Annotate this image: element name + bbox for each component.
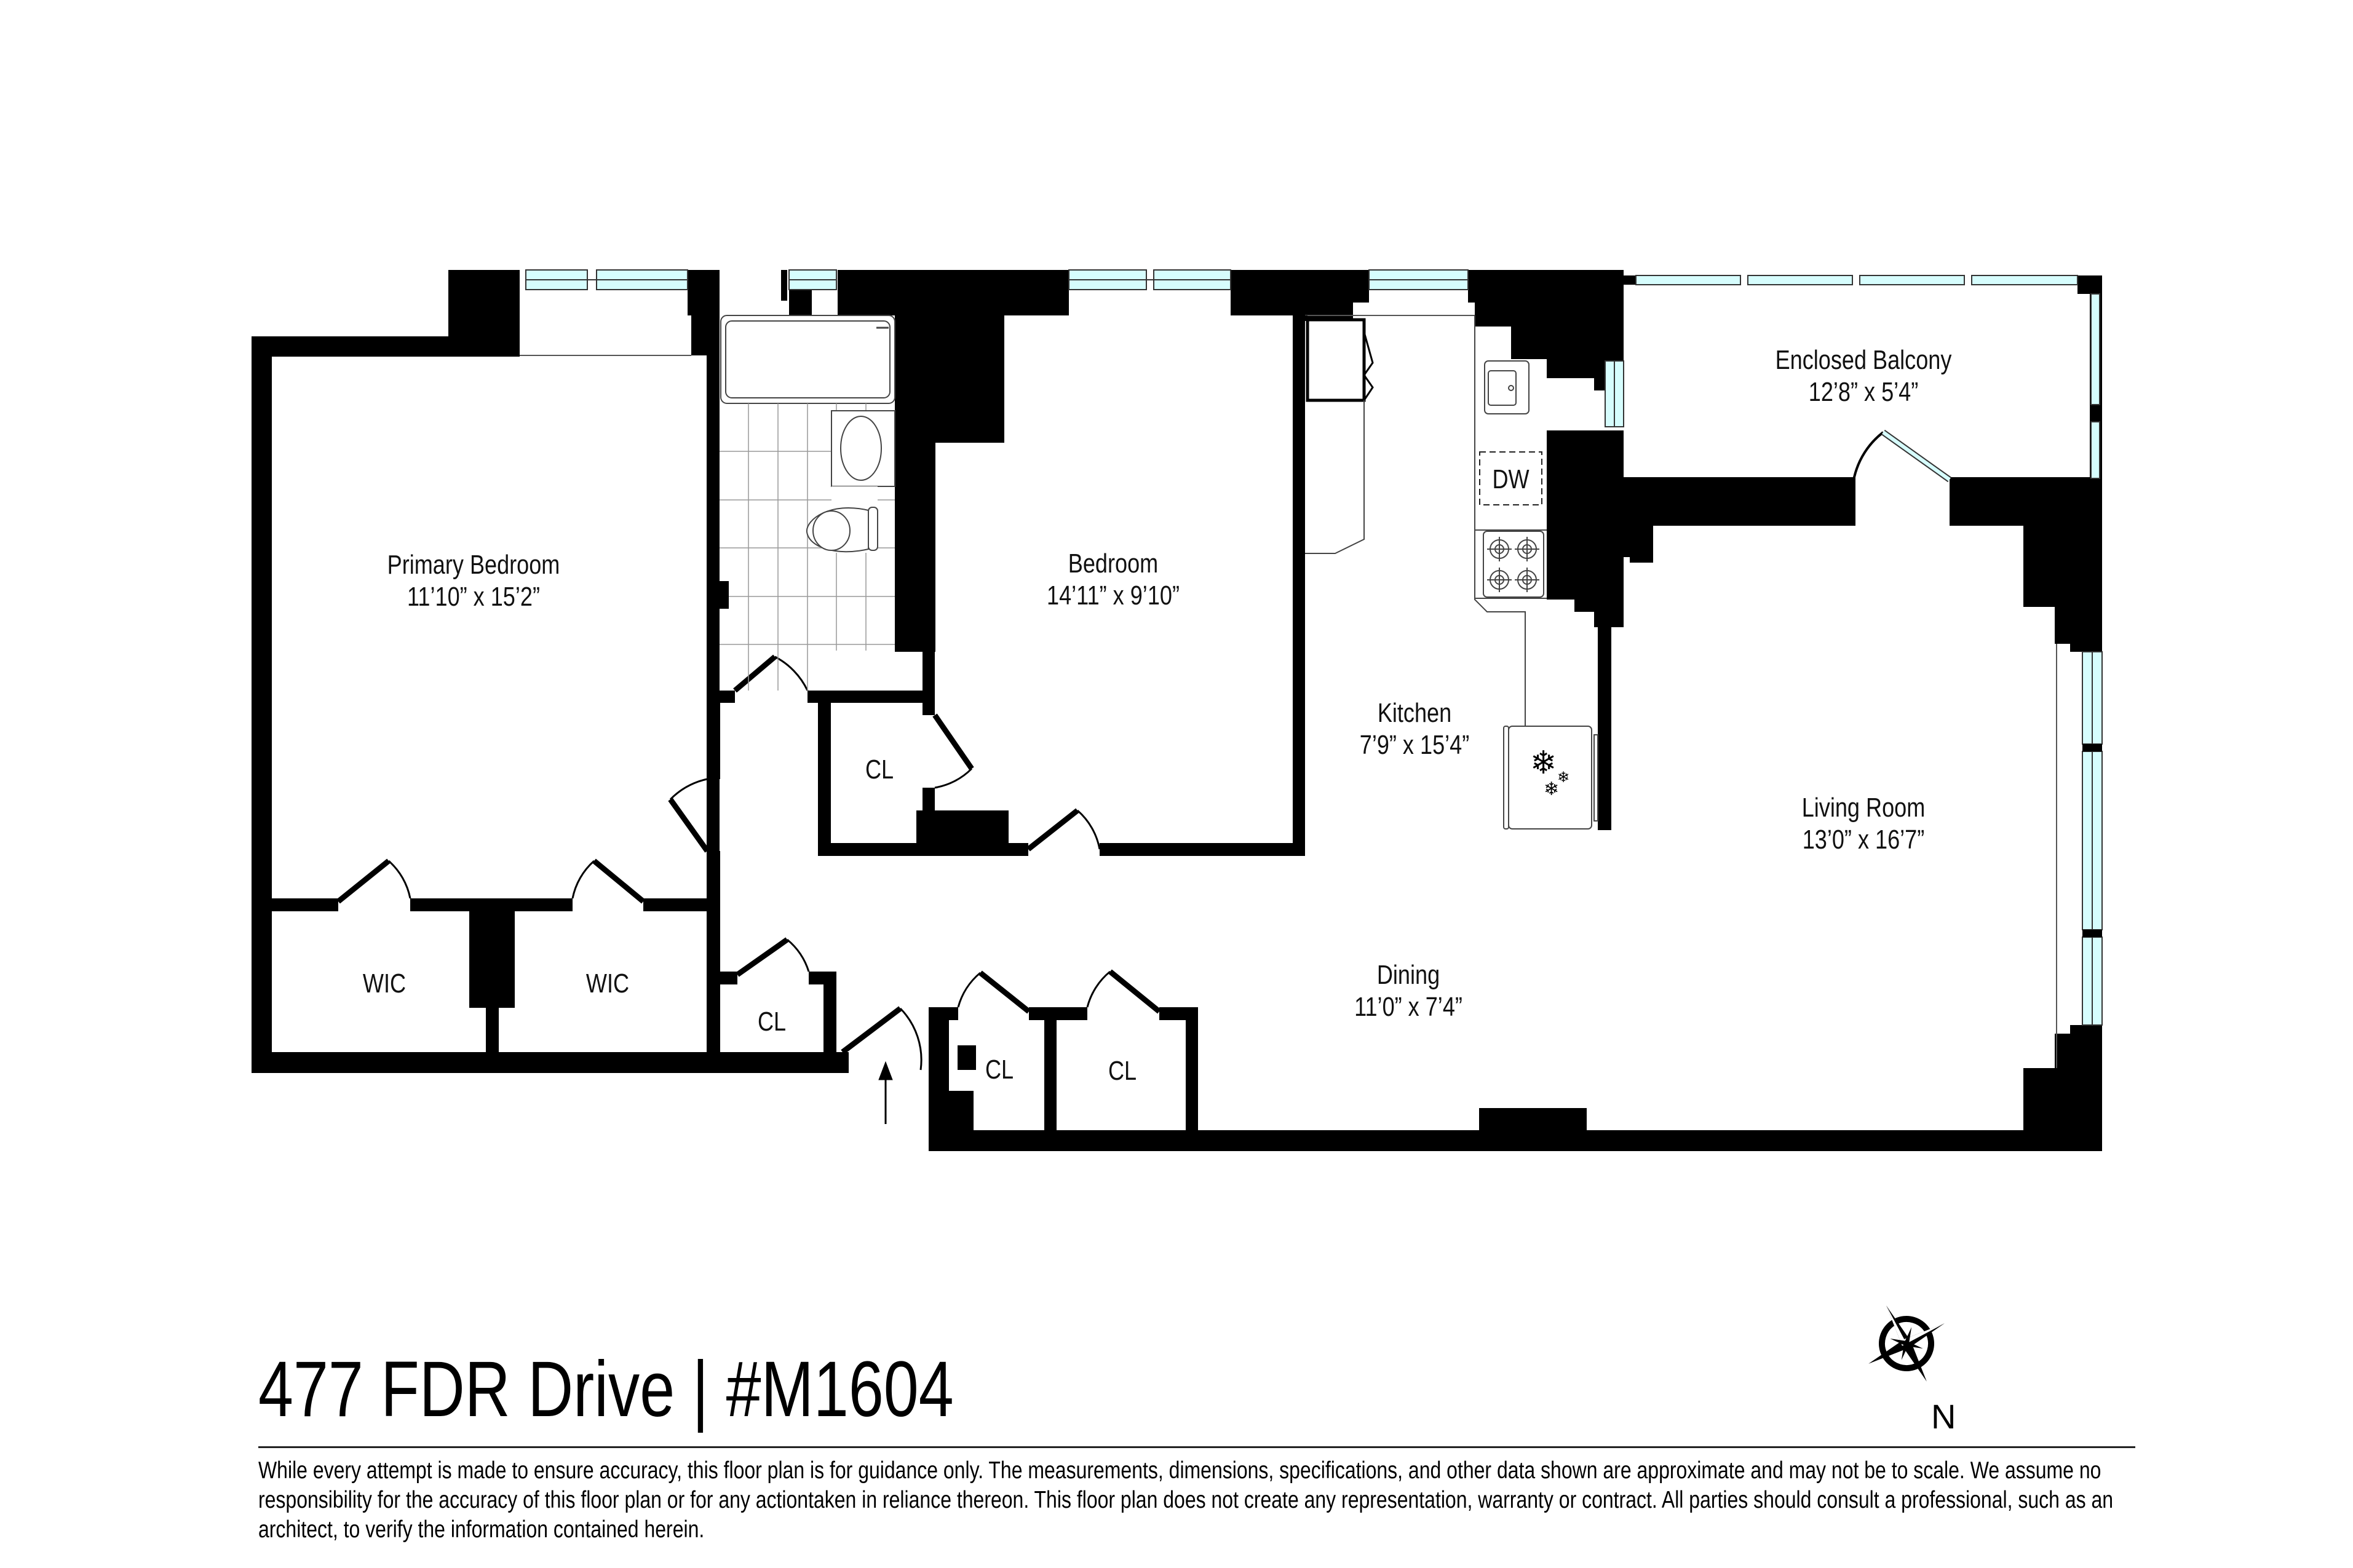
- label-wic-left: WIC: [362, 968, 407, 999]
- label-cl-bedroom: CL: [865, 754, 894, 785]
- toilet-icon: [806, 507, 878, 553]
- room-label-kitchen: Kitchen 7’9” x 15’4”: [1314, 697, 1515, 761]
- room-label-dining: Dining 11’0” x 7’4”: [1307, 959, 1509, 1023]
- room-name: Living Room: [1801, 793, 1926, 823]
- compass-rose-icon: [1868, 1305, 1945, 1382]
- kitchen-sink-icon: [1484, 360, 1530, 414]
- room-dimensions: 14’11” x 9’10”: [1047, 580, 1180, 611]
- label-cl-dining-left: CL: [985, 1055, 1014, 1085]
- divider-rule: [258, 1446, 2135, 1448]
- stove-icon: [1483, 531, 1544, 598]
- dishwasher-icon: [1479, 451, 1542, 505]
- room-name: Primary Bedroom: [387, 550, 560, 580]
- listing-title: 477 FDR Drive | #M1604: [258, 1345, 954, 1433]
- svg-text:❄: ❄: [1530, 745, 1557, 782]
- disclaimer-text: While every attempt is made to ensure ac…: [258, 1457, 2114, 1543]
- compass-north-label: N: [1931, 1397, 1956, 1436]
- room-name: Kitchen: [1377, 698, 1452, 728]
- label-wic-right: WIC: [585, 968, 630, 999]
- room-dimensions: 12’8” x 5’4”: [1808, 377, 1919, 407]
- room-label-bedroom: Bedroom 14’11” x 9’10”: [997, 548, 1229, 612]
- label-dishwasher: DW: [1492, 464, 1530, 494]
- doors: [336, 429, 1951, 1071]
- svg-text:❄: ❄: [1544, 778, 1559, 800]
- windows: [525, 269, 2103, 1026]
- thin-lines: [520, 315, 2057, 1068]
- label-cl-hall: CL: [757, 1007, 787, 1037]
- room-dimensions: 11’10” x 15’2”: [407, 582, 540, 612]
- room-dimensions: 11’0” x 7’4”: [1354, 992, 1462, 1022]
- room-label-primary-bedroom: Primary Bedroom 11’10” x 15’2”: [347, 549, 600, 613]
- bathtub-icon: [720, 315, 895, 404]
- label-cl-dining-right: CL: [1108, 1056, 1137, 1086]
- kitchen-fixtures: ❄ ❄ ❄: [1305, 315, 1598, 830]
- svg-text:❄: ❄: [1557, 769, 1569, 786]
- bathroom-fixtures: [720, 315, 895, 691]
- room-name: Bedroom: [1068, 548, 1159, 579]
- walls: [252, 270, 2102, 1151]
- room-name: Enclosed Balcony: [1775, 345, 1952, 375]
- room-label-enclosed-balcony: Enclosed Balcony 12’8” x 5’4”: [1747, 344, 1979, 408]
- room-name: Dining: [1376, 960, 1440, 990]
- entry-arrow-icon: [878, 1061, 893, 1124]
- refrigerator-icon: ❄ ❄ ❄: [1503, 726, 1598, 830]
- room-dimensions: 13’0” x 16’7”: [1802, 825, 1925, 855]
- room-label-living-room: Living Room 13’0” x 16’7”: [1747, 792, 1979, 856]
- room-dimensions: 7’9” x 15’4”: [1359, 730, 1470, 760]
